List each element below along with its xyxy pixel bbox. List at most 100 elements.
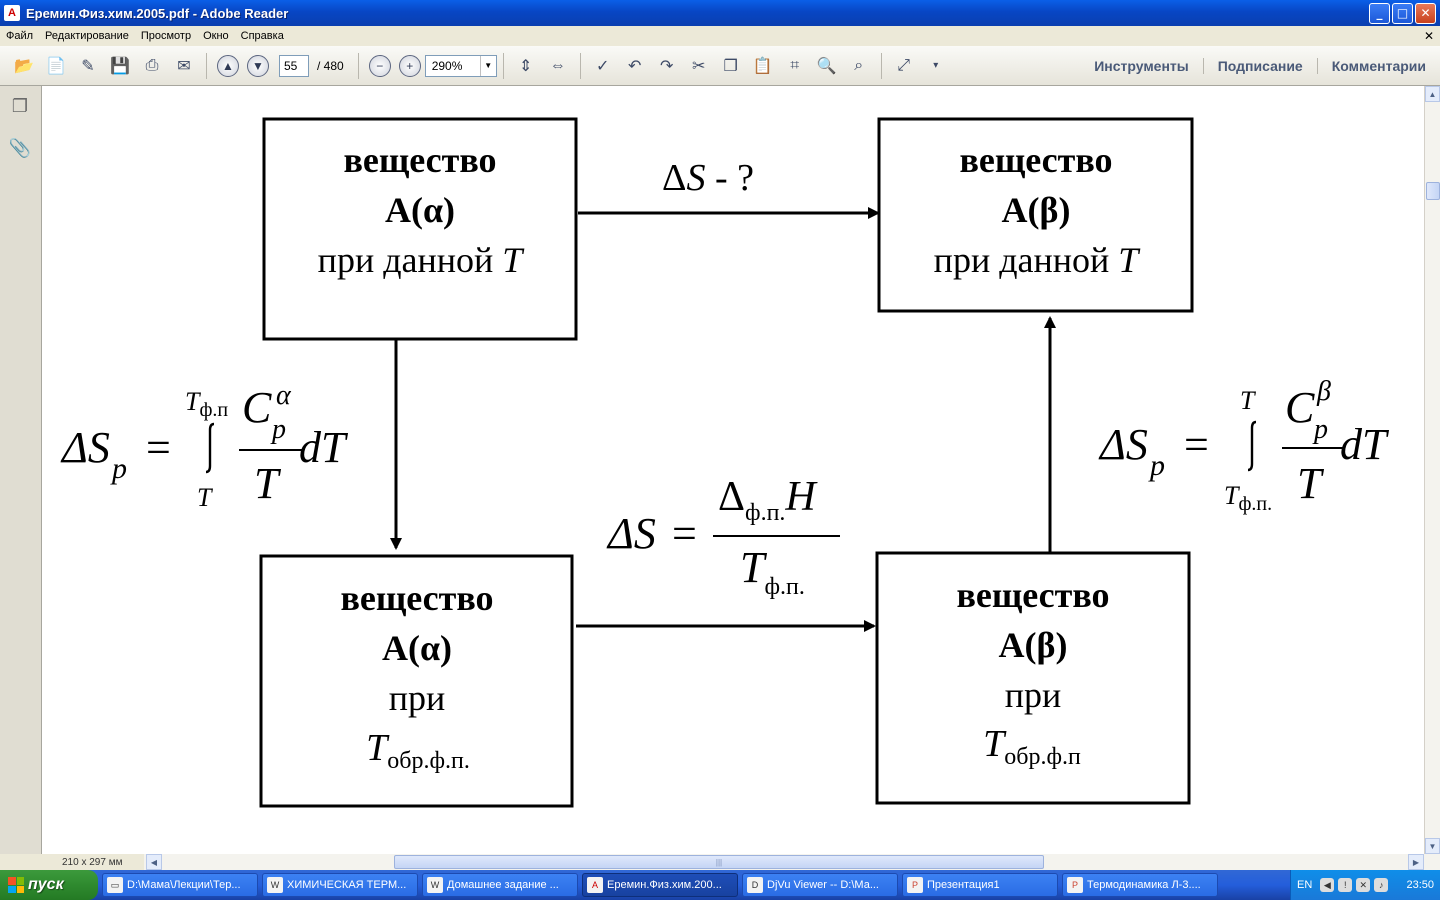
vertical-scroll-thumb[interactable] <box>1426 182 1440 200</box>
fraction-numerator: C <box>242 383 272 432</box>
separator <box>880 52 882 79</box>
formula-lhs-sub: p <box>1148 449 1165 482</box>
undo-icon[interactable]: ↶ <box>628 57 642 75</box>
navigation-panel: ❐ 📎 <box>0 86 42 854</box>
separator <box>206 52 207 79</box>
fit-width-icon[interactable]: ⇔ <box>549 56 566 74</box>
create-pdf-icon[interactable]: 📄 <box>46 57 66 75</box>
taskbar-item[interactable]: ▭D:\Мама\Лекции\Тер... <box>102 873 258 897</box>
scroll-right-icon[interactable]: ▶ <box>1408 854 1424 870</box>
separator <box>579 52 581 79</box>
zoom-in-button[interactable]: + <box>398 54 421 77</box>
cut-icon[interactable]: ✂ <box>692 57 706 75</box>
clock: 23:50 <box>1406 879 1434 891</box>
volume-icon[interactable]: ♪ <box>1374 878 1389 892</box>
email-icon[interactable]: ✉ <box>177 57 191 75</box>
integral-sign <box>1247 420 1257 472</box>
print-icon[interactable]: ⎙ <box>145 56 159 74</box>
box-label-substance: вещество <box>343 140 496 180</box>
djvu-icon: D <box>747 877 763 893</box>
previous-page-button[interactable]: ▲ <box>217 54 239 77</box>
windows-logo-icon <box>8 877 24 893</box>
back-icon[interactable]: ◀ <box>1320 878 1335 892</box>
formula-lhs: ΔS <box>606 509 656 558</box>
box-label-condition: при <box>389 678 446 718</box>
close-button[interactable]: ✕ <box>1415 2 1436 24</box>
left-entropy-formula: ΔS p = Tф.п T C α p T dT <box>60 380 349 512</box>
box-top-right-text: вещество А(β) при данной T <box>934 140 1142 280</box>
window-title: Еремин.Физ.хим.2005.pdf - Adobe Reader <box>26 5 289 21</box>
menu-edit[interactable]: Редактирование <box>45 30 129 42</box>
integral-lower-limit: Tф.п. <box>1224 481 1272 515</box>
attachments-icon[interactable]: 📎 <box>8 137 32 158</box>
edit-icon[interactable]: ✎ <box>81 57 95 75</box>
chevron-down-icon[interactable]: ▼ <box>479 55 496 76</box>
menu-help[interactable]: Справка <box>240 30 284 42</box>
title-bar: A Еремин.Физ.хим.2005.pdf - Adobe Reader… <box>0 0 1440 26</box>
fraction-numerator: Δф.п.H <box>718 474 818 526</box>
formula-equals: = <box>146 423 171 472</box>
fraction-denominator: T <box>254 459 282 508</box>
horizontal-scroll-thumb[interactable]: ||| <box>394 855 1044 869</box>
sign-link[interactable]: Подписание <box>1202 57 1317 74</box>
status-bar: 210 x 297 мм ◀ ||| ▶ <box>42 854 1440 870</box>
spellcheck-icon[interactable]: ✓ <box>596 57 610 75</box>
box-bottom-left <box>259 554 574 808</box>
security-icon[interactable]: ! <box>1338 878 1353 892</box>
comments-link[interactable]: Комментарии <box>1316 57 1440 74</box>
scroll-left-icon[interactable]: ◀ <box>146 854 162 870</box>
menu-view[interactable]: Просмотр <box>140 30 192 42</box>
horizontal-scrollbar[interactable]: ◀ ||| ▶ <box>144 854 1440 870</box>
page-number-input[interactable] <box>279 54 309 77</box>
document-close-button[interactable]: ✕ <box>1423 29 1434 43</box>
word-icon: W <box>427 877 443 893</box>
save-icon[interactable]: 💾 <box>110 57 130 75</box>
numerator-subscript: p <box>1312 414 1328 445</box>
scroll-up-icon[interactable]: ▲ <box>1425 86 1440 102</box>
numerator-superscript: α <box>276 380 292 411</box>
menu-file[interactable]: Файл <box>6 30 34 42</box>
copy-icon[interactable]: ❐ <box>723 57 738 75</box>
toolbar-options-icon[interactable]: ▾ <box>933 60 939 71</box>
fraction-denominator: T <box>1297 459 1325 508</box>
separator <box>357 52 359 79</box>
differential: dT <box>299 423 349 472</box>
fraction-numerator: C <box>1285 383 1315 432</box>
tools-link[interactable]: Инструменты <box>1094 57 1189 74</box>
open-icon[interactable]: 📂 <box>14 57 34 75</box>
redo-icon[interactable]: ↷ <box>660 57 674 75</box>
start-button[interactable]: пуск <box>0 870 98 900</box>
fit-page-icon[interactable]: ⇕ <box>519 57 533 75</box>
box-top-left <box>262 117 578 341</box>
next-page-button[interactable]: ▼ <box>247 54 269 77</box>
zoom-out-button[interactable]: − <box>368 54 391 77</box>
box-bottom-left-text: вещество А(α) при Tобр.ф.п. <box>340 578 493 774</box>
find-icon[interactable]: 🔍 <box>816 57 837 75</box>
zoom-select[interactable]: 290% ▼ <box>424 54 497 77</box>
menu-window[interactable]: Окно <box>203 30 229 42</box>
middle-entropy-formula: ΔS = Δф.п.H Tф.п. <box>606 474 840 600</box>
box-label-substance: вещество <box>956 575 1109 615</box>
vertical-scrollbar[interactable]: ▲ ▼ <box>1424 86 1440 854</box>
numerator-subscript: p <box>270 414 286 445</box>
maximize-button[interactable]: □ <box>1392 2 1413 24</box>
language-indicator[interactable]: EN <box>1297 879 1313 891</box>
fullscreen-icon[interactable]: ⤢ <box>897 56 911 74</box>
paste-icon[interactable]: 📋 <box>752 57 773 75</box>
box-label-phase: А(α) <box>385 190 455 230</box>
box-label-temperature: Tобр.ф.п <box>983 723 1081 770</box>
snapshot-icon[interactable]: ⌗ <box>790 56 800 74</box>
toolbar: 📂 📄 ✎ 💾 ⎙ ✉ ▲ ▼ / 480 − + 290% ▼ ⇕ ⇔ ✓ ↶… <box>0 46 1440 86</box>
scroll-down-icon[interactable]: ▼ <box>1425 838 1440 854</box>
network-icon[interactable]: ✕ <box>1356 878 1371 892</box>
minimize-button[interactable]: _ <box>1369 2 1390 24</box>
search-icon[interactable]: ⌕ <box>854 56 864 74</box>
pages-icon[interactable]: ❐ <box>11 95 29 116</box>
